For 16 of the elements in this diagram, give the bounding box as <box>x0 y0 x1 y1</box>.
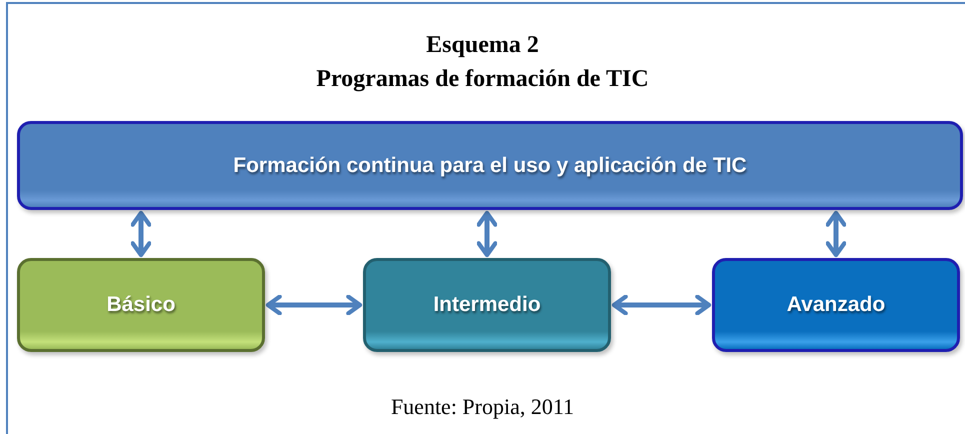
box-label: Formación continua para el uso y aplicación de TIC <box>233 154 747 178</box>
diagram-subtitle: Programas de formación de TIC <box>315 65 650 94</box>
level-box <box>363 258 611 352</box>
double-arrow <box>266 294 362 316</box>
level-box <box>712 258 960 352</box>
double-arrow <box>130 210 152 258</box>
box-label: Avanzado <box>786 293 886 317</box>
source-caption: Fuente: Propia, 2011 <box>390 393 576 421</box>
diagram-title: Esquema 2 <box>425 31 540 60</box>
box-label: Intermedio <box>433 293 541 317</box>
double-arrow <box>826 210 846 258</box>
box-label: Básico <box>106 293 176 317</box>
double-arrow <box>476 210 498 258</box>
level-box <box>17 121 963 210</box>
level-box <box>17 258 265 352</box>
double-arrow <box>612 294 712 316</box>
